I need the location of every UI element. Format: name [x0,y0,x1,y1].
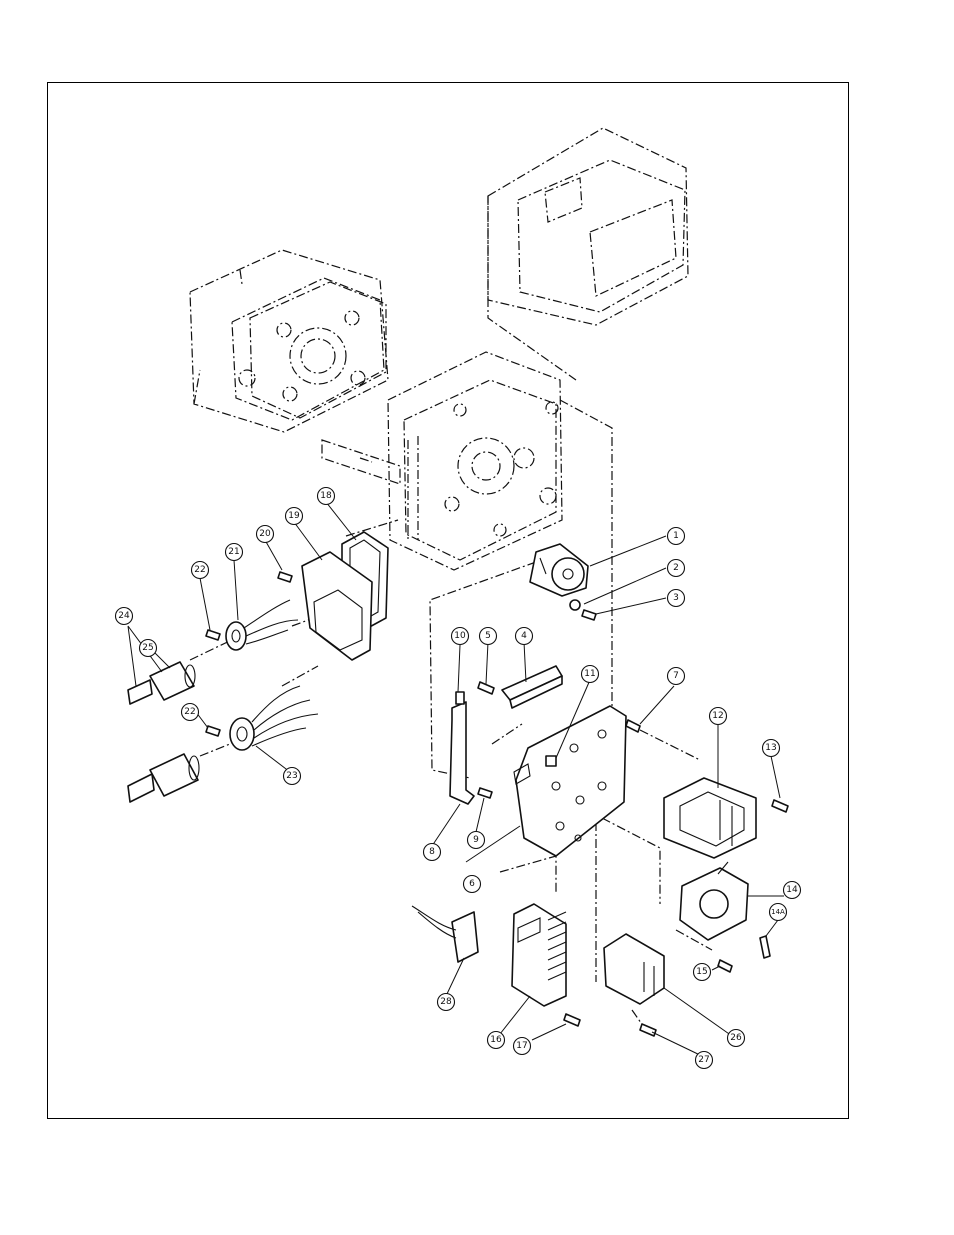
svg-text:13: 13 [765,743,776,753]
callout-24: 24 [116,608,133,625]
part-24-cable-upper [128,662,195,704]
svg-text:24: 24 [118,611,130,621]
part-16-module [512,904,566,1006]
callout-14a: 14A [770,904,787,921]
svg-text:12: 12 [712,711,723,721]
callout-20: 20 [257,526,274,543]
callout-19: 19 [286,508,303,525]
callout-22-lower: 22 [182,704,199,721]
callout-22-upper: 22 [192,562,209,579]
part-8-bracket [450,702,474,804]
svg-text:26: 26 [730,1033,742,1043]
svg-text:1: 1 [673,531,679,541]
part-15-screw [718,960,732,972]
callout-27: 27 [696,1052,713,1069]
part-14a-pin [760,936,770,958]
part-6-control-plate [514,706,626,856]
callout-8: 8 [424,844,441,861]
callout-11: 11 [582,666,599,683]
top-cover [488,128,688,380]
part-26-contactor [604,934,664,1004]
part-17-screw [564,1014,580,1026]
part-12-relay [664,778,756,858]
callout-26: 26 [728,1030,745,1047]
callout-18: 18 [318,488,335,505]
part-20-screw [278,572,292,582]
callout-13: 13 [763,740,780,757]
svg-text:8: 8 [429,847,435,857]
callout-7: 7 [668,668,685,685]
svg-text:14: 14 [786,885,798,895]
svg-text:22: 22 [184,707,195,717]
gearbox-housing-left [190,250,388,432]
part-1-motor [530,544,588,596]
callout-6: 6 [464,876,481,893]
svg-text:28: 28 [440,997,452,1007]
callout-14: 14 [784,882,801,899]
part-14-capacitor [680,862,748,940]
svg-text:7: 7 [673,671,679,681]
svg-text:10: 10 [454,631,466,641]
part-13-screw [772,800,788,812]
callout-5: 5 [480,628,497,645]
callout-4: 4 [516,628,533,645]
part-28-plate [412,906,478,962]
callout-2: 2 [668,560,685,577]
svg-text:14A: 14A [771,908,785,916]
svg-text:21: 21 [228,547,239,557]
callout-25: 25 [140,640,157,657]
svg-text:6: 6 [469,879,475,889]
callout-21: 21 [226,544,243,561]
callout-28: 28 [438,994,455,1011]
svg-text:22: 22 [194,565,205,575]
part-22-screw-upper [206,630,220,640]
part-9-screw [478,788,492,798]
callout-17: 17 [514,1038,531,1055]
part-23-connector [230,686,318,750]
svg-text:15: 15 [696,967,707,977]
svg-text:25: 25 [142,643,153,653]
svg-text:16: 16 [490,1035,502,1045]
callout-1: 1 [668,528,685,545]
svg-text:5: 5 [485,631,491,641]
svg-text:2: 2 [673,563,679,573]
part-11-screw [546,756,556,766]
part-10-screw [456,692,464,704]
part-2-washer [570,600,580,610]
part-3-screw [582,610,596,620]
svg-text:27: 27 [698,1055,709,1065]
svg-text:3: 3 [673,593,679,603]
gear-housing-center [388,352,562,570]
part-4-terminal-strip [502,666,562,708]
svg-text:17: 17 [516,1041,527,1051]
part-7-screw [626,720,640,732]
part-27-screw [640,1024,656,1036]
svg-text:18: 18 [320,491,332,501]
plug-cable-lower [128,754,199,802]
callout-15: 15 [694,964,711,981]
svg-text:23: 23 [286,771,297,781]
callout-10: 10 [452,628,469,645]
callout-12: 12 [710,708,727,725]
svg-text:20: 20 [259,529,271,539]
callout-23: 23 [284,768,301,785]
callout-16: 16 [488,1032,505,1049]
callout-9: 9 [468,832,485,849]
svg-text:19: 19 [288,511,300,521]
svg-text:11: 11 [584,669,595,679]
svg-text:4: 4 [521,631,527,641]
svg-text:9: 9 [473,835,479,845]
callout-3: 3 [668,590,685,607]
